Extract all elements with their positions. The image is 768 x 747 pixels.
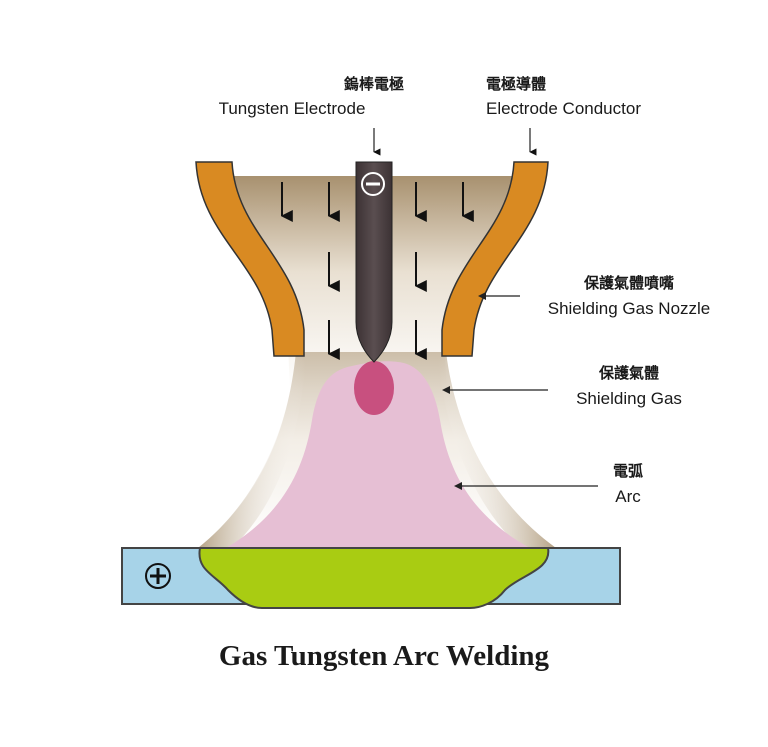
arc-core [354,361,394,415]
arc [226,361,530,548]
tungsten-electrode [355,161,393,363]
electrode-conductor-label-zh: 電極導體 [486,75,547,93]
gas-flow-arrows [280,182,474,360]
arc-label-en: Arc [615,487,641,506]
shielding-gas-nozzle-label-en: Shielding Gas Nozzle [547,299,711,318]
weld-pool [198,547,550,609]
shielding-gas-nozzle-label-zh: 保護氣體噴嘴 [583,274,675,292]
nozzle-left-wall [195,161,305,357]
positive-terminal-circle [145,563,171,589]
electrode-conductor-label-en: Electrode Conductor [486,99,641,118]
nozzle-right-wall [441,161,549,357]
tungsten-electrode-label-en: Tungsten Electrode [218,99,366,118]
negative-terminal-circle [361,172,385,196]
shielding-gas-label-zh: 保護氣體 [598,364,660,382]
tungsten-electrode-label-zh: 鎢棒電極 [343,75,405,93]
diagram-title: Gas Tungsten Arc Welding [218,640,550,672]
arc-label-zh: 電弧 [612,462,644,480]
shielding-gas-label-en: Shielding Gas [576,389,682,408]
